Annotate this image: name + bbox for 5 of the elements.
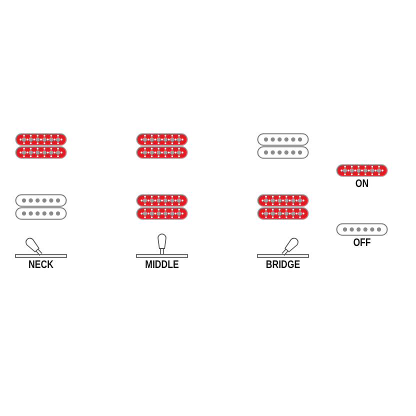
position-label: BRIDGE [266, 260, 300, 271]
position-label: MIDDLE [145, 260, 179, 271]
legend-label: ON [355, 179, 369, 190]
position-label: NECK [28, 260, 54, 271]
legend-label: OFF [353, 238, 371, 249]
